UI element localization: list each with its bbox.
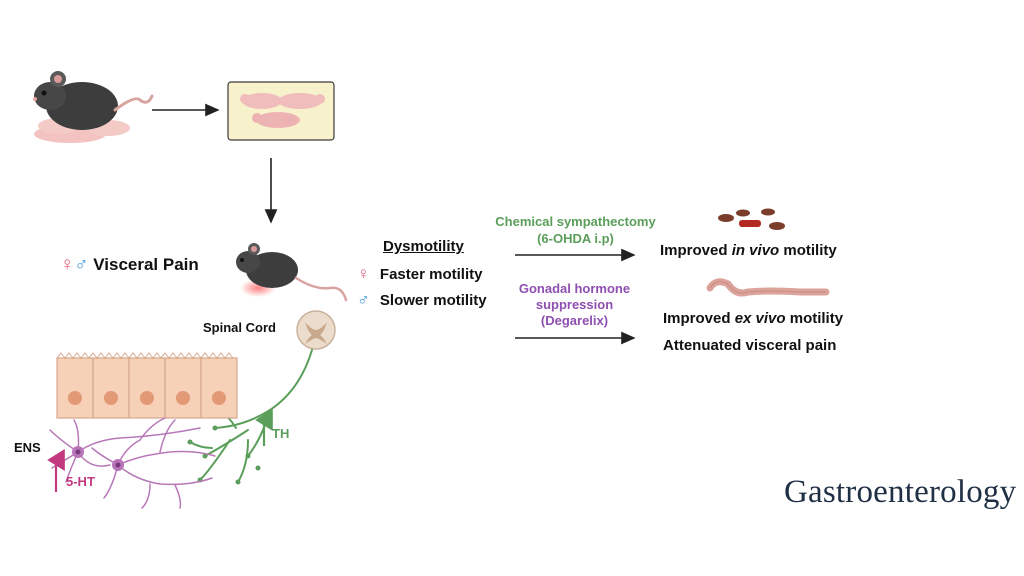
- male-symbol-icon: ♂: [74, 254, 89, 275]
- neuron-cell-bodies: [72, 446, 124, 471]
- female-symbol-icon: ♀: [357, 264, 370, 283]
- adult-mouse-icon: [236, 243, 348, 302]
- visceral-pain-text: Visceral Pain: [93, 255, 199, 274]
- sympathectomy-line1: Chemical sympathectomy: [495, 214, 656, 229]
- spinal-cord-icon: [296, 310, 336, 350]
- invivo-prefix: Improved: [660, 242, 732, 259]
- invivo-suffix: motility: [779, 242, 837, 259]
- pups-box: [227, 81, 335, 141]
- ens-label: ENS: [14, 440, 41, 455]
- slower-motility-text: Slower motility: [379, 292, 487, 309]
- th-label: TH: [272, 426, 290, 441]
- slower-motility-row: ♂ Slower motility: [357, 290, 487, 310]
- faster-motility-text: Faster motility: [379, 266, 483, 283]
- hormone-line2: suppression: [535, 297, 614, 312]
- hormone-line3: (Degarelix): [540, 313, 609, 328]
- faster-motility-row: ♀ Faster motility: [357, 264, 482, 284]
- dysmotility-title: Dysmotility: [383, 238, 464, 255]
- ht-label: 5-HT: [66, 474, 95, 489]
- mother-mouse-with-pups-icon: [33, 71, 154, 143]
- sympathectomy-line2: (6-OHDA i.p): [537, 231, 614, 246]
- female-symbol-icon: ♀: [60, 254, 75, 275]
- exvivo-outcome: Improved ex vivo motility: [663, 310, 843, 327]
- enteric-neurons: [49, 417, 216, 509]
- invivo-outcome: Improved in vivo motility: [660, 242, 837, 259]
- male-symbol-icon: ♂: [357, 290, 370, 309]
- spinal-cord-label: Spinal Cord: [203, 320, 276, 335]
- hormone-line1: Gonadal hormone: [518, 281, 631, 296]
- hormone-suppression-label: Gonadal hormone suppression (Degarelix): [497, 281, 652, 329]
- attenuated-pain-outcome: Attenuated visceral pain: [663, 337, 837, 354]
- journal-brand: Gastroenterology: [784, 474, 1017, 510]
- exvivo-suffix: motility: [785, 310, 844, 327]
- sympathectomy-label: Chemical sympathectomy (6-OHDA i.p): [478, 213, 673, 247]
- visceral-pain-label: ♀♂ Visceral Pain: [60, 254, 199, 276]
- exvivo-prefix: Improved: [663, 310, 735, 327]
- epithelium-cells: [56, 352, 238, 419]
- invivo-em: in vivo: [731, 242, 780, 259]
- fecal-pellets-icon: [718, 208, 785, 230]
- exvivo-em: ex vivo: [734, 310, 786, 327]
